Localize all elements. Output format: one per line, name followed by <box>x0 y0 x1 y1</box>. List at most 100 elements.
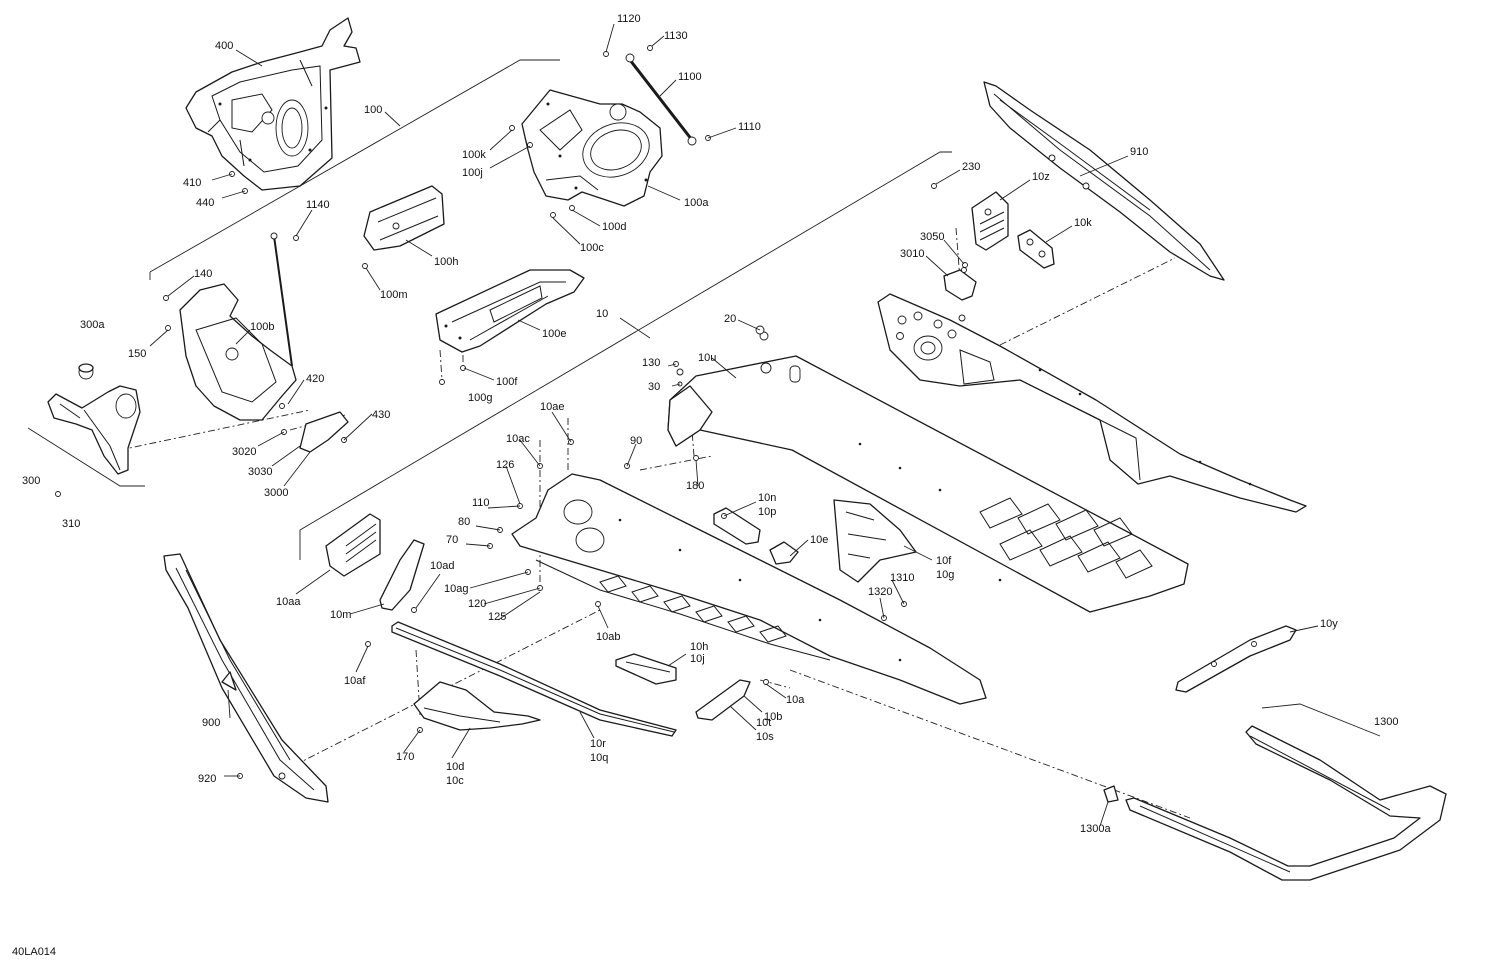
label-10z: 10z <box>1032 171 1050 183</box>
label-10c: 10c <box>446 775 464 787</box>
label-3050: 3050 <box>920 231 944 243</box>
label-10b: 10b <box>764 711 782 723</box>
label-20: 20 <box>724 313 736 325</box>
label-10a: 10a <box>786 694 805 706</box>
part-10u-floor-pan <box>667 331 1189 613</box>
label-10r: 10r <box>590 738 606 750</box>
label-10: 10 <box>596 308 608 320</box>
label-410: 410 <box>183 177 201 189</box>
label-90: 90 <box>630 435 642 447</box>
part-labels: 400 100 410 440 1120 1130 1100 1110 100k… <box>22 13 1398 835</box>
label-440: 440 <box>196 197 214 209</box>
label-300: 300 <box>22 475 40 487</box>
part-1100-strut <box>603 45 711 146</box>
part-10-left-rail <box>487 439 987 705</box>
label-125: 125 <box>488 611 506 623</box>
label-100k: 100k <box>462 149 486 161</box>
label-10f: 10f <box>936 555 952 567</box>
label-10ag: 10ag <box>444 583 468 595</box>
label-100d: 100d <box>602 221 626 233</box>
label-10j: 10j <box>690 653 705 665</box>
label-140: 140 <box>194 268 212 280</box>
label-30: 30 <box>648 381 660 393</box>
label-1100: 1100 <box>678 71 702 83</box>
label-1110: 1110 <box>738 121 761 133</box>
label-10h: 10h <box>690 641 708 653</box>
label-430: 430 <box>372 409 390 421</box>
label-3000: 3000 <box>264 487 288 499</box>
part-10r-bar <box>365 621 677 737</box>
label-10y: 10y <box>1320 618 1338 630</box>
label-10k: 10k <box>1074 217 1092 229</box>
label-10u: 10u <box>698 352 716 364</box>
label-920: 920 <box>198 773 216 785</box>
label-3010: 3010 <box>900 248 924 260</box>
label-1310: 1310 <box>890 572 914 584</box>
label-1140: 1140 <box>306 199 330 211</box>
part-10y-rail <box>1175 625 1297 693</box>
label-100: 100 <box>364 104 382 116</box>
label-310: 310 <box>62 518 80 530</box>
label-10af: 10af <box>344 675 366 687</box>
label-10s: 10s <box>756 731 774 743</box>
label-120: 120 <box>468 598 486 610</box>
label-10ae: 10ae <box>540 401 564 413</box>
label-100g: 100g <box>468 392 492 404</box>
part-10k-bracket <box>1017 229 1055 269</box>
assembly-bracket-lines <box>27 59 1381 737</box>
label-150: 150 <box>128 348 146 360</box>
part-10f-panel <box>833 499 917 621</box>
part-100b-frame <box>163 232 299 421</box>
label-10ab: 10ab <box>596 631 620 643</box>
label-3020: 3020 <box>232 446 256 458</box>
part-400-front-bulkhead <box>185 17 361 191</box>
label-110: 110 <box>472 497 490 509</box>
part-10-right-rail <box>877 293 1307 513</box>
label-10aa: 10aa <box>276 596 301 608</box>
part-10d-skid <box>413 681 541 733</box>
label-10ad: 10ad <box>430 560 454 572</box>
label-1300: 1300 <box>1374 716 1398 728</box>
label-130: 130 <box>642 357 660 369</box>
label-100m: 100m <box>380 289 408 301</box>
label-10n: 10n <box>758 492 776 504</box>
label-70: 70 <box>446 534 458 546</box>
label-100b: 100b <box>250 321 274 333</box>
label-170: 170 <box>396 751 414 763</box>
part-10t-bracket <box>695 679 769 721</box>
part-3010-bracket <box>943 262 977 301</box>
label-10ac: 10ac <box>506 433 530 445</box>
label-1320: 1320 <box>868 586 892 598</box>
label-1300a: 1300a <box>1080 823 1111 835</box>
diagram-code: 40LA014 <box>12 946 57 958</box>
label-100e: 100e <box>542 328 566 340</box>
label-420: 420 <box>306 373 324 385</box>
leader-lines <box>149 23 1319 827</box>
label-100c: 100c <box>580 242 604 254</box>
label-10t: 10t <box>756 717 771 729</box>
label-10q: 10q <box>590 752 608 764</box>
label-1120: 1120 <box>617 13 641 25</box>
label-900: 900 <box>202 717 220 729</box>
part-900-strut <box>163 553 329 803</box>
label-230: 230 <box>962 161 980 173</box>
label-1130: 1130 <box>664 30 688 42</box>
part-100e-panel <box>435 269 585 385</box>
part-300-support <box>47 363 141 497</box>
label-100h: 100h <box>434 256 458 268</box>
label-100j: 100j <box>462 167 483 179</box>
part-10e-plate <box>769 541 799 565</box>
label-180: 180 <box>686 480 704 492</box>
part-100h-panel <box>362 185 445 269</box>
label-910: 910 <box>1130 146 1148 158</box>
part-10n-bracket <box>713 507 761 545</box>
label-100f: 100f <box>496 376 518 388</box>
label-10m: 10m <box>330 609 351 621</box>
part-3000-bracket <box>281 411 349 453</box>
part-910-rail <box>983 81 1225 281</box>
label-400: 400 <box>215 40 233 52</box>
part-1300-bumper <box>1103 725 1447 881</box>
label-100a: 100a <box>684 197 709 209</box>
label-80: 80 <box>458 516 470 528</box>
